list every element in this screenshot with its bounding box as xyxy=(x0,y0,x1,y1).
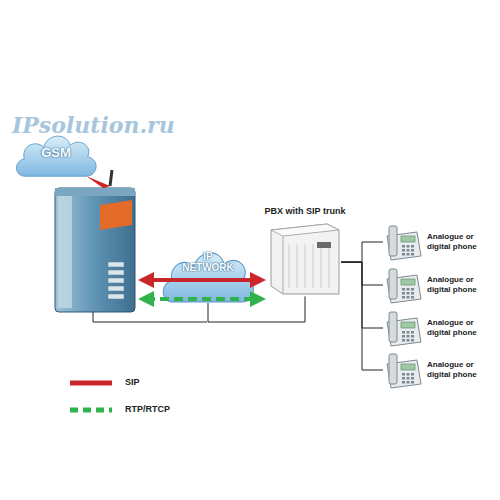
telephone-icon xyxy=(383,265,423,305)
phone-label: Analogue or digital phone xyxy=(427,350,495,379)
phone-label: Analogue or digital phone xyxy=(427,308,495,337)
legend-text: SIP xyxy=(125,377,140,387)
phone: Analogue or digital phone xyxy=(383,222,495,262)
telephone-icon xyxy=(383,308,423,348)
phone: Analogue or digital phone xyxy=(383,350,495,390)
pbx-drawing xyxy=(269,220,341,296)
wire xyxy=(341,262,383,370)
wire xyxy=(341,242,383,262)
sip-arrow xyxy=(146,278,258,282)
telephone-icon xyxy=(383,222,423,262)
gsm-gateway xyxy=(55,170,135,312)
rtp-arrow xyxy=(146,297,258,301)
phone: Analogue or digital phone xyxy=(383,265,495,305)
legend-line xyxy=(70,381,112,386)
pbx-label: PBX with SIP trunk xyxy=(262,206,348,216)
pbx-box xyxy=(269,220,341,296)
telephone-icon xyxy=(383,350,423,390)
watermark: IPsolution.ru xyxy=(12,112,175,138)
phone: Analogue or digital phone xyxy=(383,308,495,348)
pbx-unit: PBX with SIP trunk xyxy=(262,206,348,296)
phone-label: Analogue or digital phone xyxy=(427,265,495,294)
cloud-label: IP NETWORK xyxy=(177,243,239,273)
legend-line xyxy=(70,408,112,413)
legend-text: RTP/RTCP xyxy=(125,404,170,414)
phone-label: Analogue or digital phone xyxy=(427,222,495,251)
